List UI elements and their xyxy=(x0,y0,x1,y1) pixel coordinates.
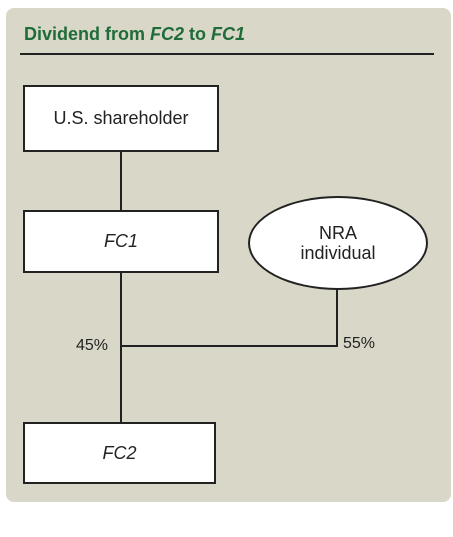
fc2-box: FC2 xyxy=(23,422,216,484)
diagram-title: Dividend from FC2 to FC1 xyxy=(24,24,245,45)
nra-label-line1: NRA xyxy=(318,223,357,243)
title-prefix: Dividend from xyxy=(24,24,151,44)
nra-label-line2: individual xyxy=(300,243,376,263)
title-from-entity: FC2 xyxy=(150,24,185,44)
title-middle: to xyxy=(184,24,212,44)
connector-shareholder-fc1 xyxy=(120,151,122,212)
nra-individual-ellipse: NRA individual xyxy=(248,196,428,290)
fc1-box: FC1 xyxy=(23,210,219,273)
us-shareholder-box: U.S. shareholder xyxy=(23,85,219,152)
connector-horizontal xyxy=(120,345,338,347)
fc2-label: FC2 xyxy=(102,442,137,463)
connector-nra-down xyxy=(336,287,338,347)
us-shareholder-label: U.S. shareholder xyxy=(53,108,189,128)
title-to-entity: FC1 xyxy=(211,24,246,44)
fc1-ownership-pct: 45% xyxy=(76,337,109,354)
title-underline xyxy=(20,53,434,55)
fc1-label: FC1 xyxy=(103,231,138,251)
nra-ownership-pct: 55% xyxy=(343,335,376,352)
connector-fc1-fc2 xyxy=(120,272,122,424)
